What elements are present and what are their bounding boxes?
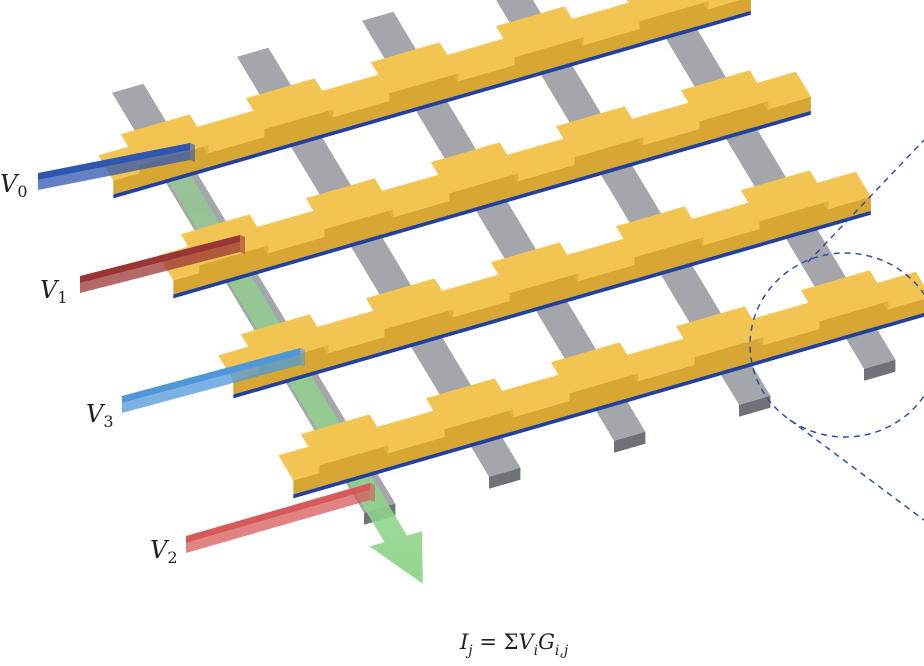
voltage-label-v0: V0 — [0, 170, 28, 201]
voltage-label-v2: V2 — [150, 536, 178, 567]
top-electrode-0 — [98, 0, 751, 199]
voltage-label-v1: V1 — [40, 276, 68, 307]
input-wire-3 — [186, 483, 375, 553]
zoom-line-bottom — [789, 419, 924, 521]
top-electrodes — [98, 0, 924, 499]
current-formula: Ij = ΣViGi,j — [460, 630, 569, 659]
zoom-circle — [749, 252, 924, 438]
input-wire-2 — [122, 348, 305, 413]
top-electrode-3 — [278, 270, 924, 499]
input-wires — [38, 143, 375, 553]
bottom-electrode-3 — [496, 0, 771, 417]
bottom-electrode-2 — [362, 11, 646, 453]
voltage-label-v3: V3 — [86, 400, 114, 431]
input-wire-1 — [80, 235, 245, 293]
input-wire-0 — [38, 143, 195, 190]
top-electrode-1 — [158, 70, 811, 299]
top-electrode-2 — [218, 170, 871, 399]
zoom-indicator — [749, 139, 924, 521]
bottom-electrode-1 — [237, 47, 521, 489]
